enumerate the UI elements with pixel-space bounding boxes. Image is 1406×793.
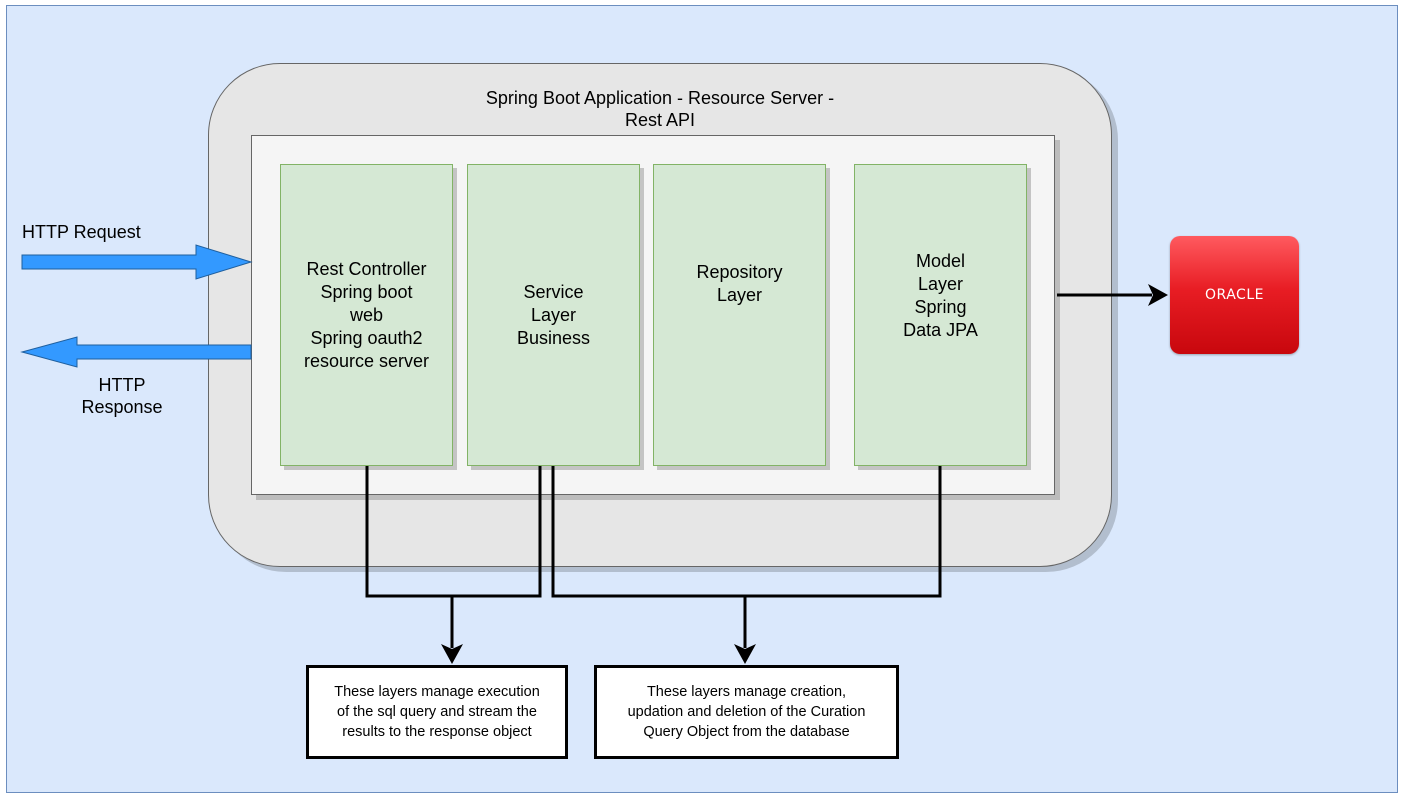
http-request-arrow (21, 244, 253, 280)
crud-note-text: These layers manage creation, updation a… (627, 684, 866, 740)
rest-controller-layer: Rest Controller Spring boot web Spring o… (280, 164, 453, 466)
service-layer: Service Layer Business (467, 164, 640, 466)
query-bracket-connector (365, 466, 542, 598)
oracle-database-icon: ORACLE (1170, 236, 1299, 354)
crud-note: These layers manage creation, updation a… (594, 665, 899, 759)
query-connector-arrowhead (441, 644, 463, 664)
repository-layer: Repository Layer (653, 164, 826, 466)
query-execution-note: These layers manage execution of the sql… (306, 665, 568, 759)
app-title: Spring Boot Application - Resource Serve… (485, 88, 835, 130)
model-layer: Model Layer Spring Data JPA (854, 164, 1027, 466)
oracle-connector-arrowhead (1148, 284, 1168, 306)
http-response-arrow (20, 336, 252, 368)
model-layer-label: Model Layer Spring Data JPA (903, 251, 978, 340)
crud-bracket-connector (551, 466, 942, 598)
rest-controller-label: Rest Controller Spring boot web Spring o… (303, 258, 430, 371)
http-response-label: HTTP Response (81, 375, 163, 417)
repository-layer-label: Repository Layer (696, 262, 783, 305)
query-execution-note-text: These layers manage execution of the sql… (334, 684, 540, 740)
oracle-logo-text: ORACLE (1205, 287, 1264, 303)
http-request-label: HTTP Request (22, 222, 141, 242)
crud-connector-arrowhead (734, 644, 756, 664)
service-layer-label: Service Layer Business (516, 281, 591, 348)
